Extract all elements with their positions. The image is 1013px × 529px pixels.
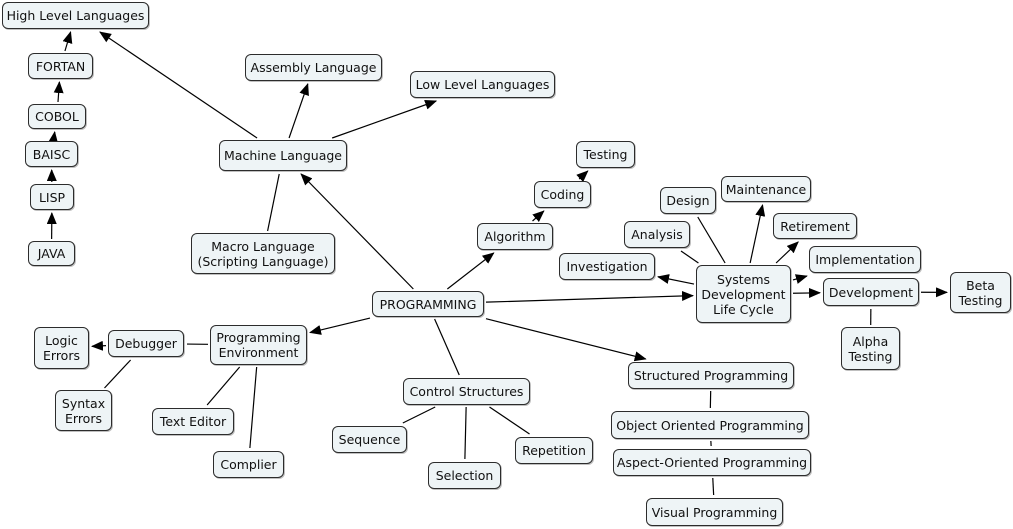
node-maintenance[interactable]: Maintenance [721, 176, 811, 202]
connector-machine-to-low_level [331, 99, 438, 139]
connector-fortan-to-high_level [62, 31, 73, 52]
connector-sdlc-to-implementation [792, 274, 808, 284]
connector-prog_env-to-text_editor [206, 366, 241, 406]
connector-algorithm-to-coding [532, 210, 545, 223]
connector-sdlc-to-investigation [657, 274, 695, 285]
node-baisc[interactable]: BAISC [25, 141, 78, 167]
node-logic-errors[interactable]: Logic Errors [34, 327, 89, 369]
node-machine-language[interactable]: Machine Language [219, 140, 347, 171]
node-programming-environment[interactable]: Programming Environment [210, 325, 307, 365]
connector-debugger-to-logic_errors [91, 340, 107, 351]
connector-sdlc-to-analysis [680, 250, 699, 264]
node-investigation[interactable]: Investigation [559, 253, 655, 280]
connector-programming-to-structured [485, 318, 647, 362]
connector-programming-to-sdlc [485, 290, 694, 303]
node-assembly-language[interactable]: Assembly Language [245, 54, 382, 81]
node-sequence[interactable]: Sequence [332, 426, 407, 453]
node-low-level-languages[interactable]: Low Level Languages [410, 71, 555, 98]
node-syntax-errors[interactable]: Syntax Errors [55, 390, 112, 431]
node-algorithm[interactable]: Algorithm [477, 223, 553, 250]
connector-aop-to-visual [712, 477, 715, 496]
connector-programming-to-machine [300, 173, 414, 290]
node-alpha-testing[interactable]: Alpha Testing [841, 327, 900, 370]
node-fortan[interactable]: FORTAN [28, 53, 93, 79]
connector-machine-to-high_level [99, 31, 258, 139]
node-retirement[interactable]: Retirement [773, 213, 857, 239]
node-structured-programming[interactable]: Structured Programming [628, 362, 794, 389]
node-beta-testing[interactable]: Beta Testing [950, 272, 1011, 313]
connector-programming-to-algorithm [446, 252, 495, 290]
connector-baisc-to-cobol [48, 131, 59, 144]
node-text-editor[interactable]: Text Editor [152, 408, 234, 435]
node-visual-programming[interactable]: Visual Programming [646, 498, 783, 526]
connector-sdlc-to-retirement [775, 241, 799, 264]
node-systems-development-life-cycle[interactable]: Systems Development Life Cycle [696, 265, 791, 323]
node-testing[interactable]: Testing [576, 141, 635, 168]
node-coding[interactable]: Coding [534, 181, 591, 208]
node-java[interactable]: JAVA [28, 241, 75, 266]
node-development[interactable]: Development [823, 278, 919, 306]
connector-machine-to-assembly [288, 83, 309, 139]
connector-control-to-repetition [489, 406, 530, 435]
node-programming[interactable]: PROGRAMMING [372, 291, 484, 317]
node-cobol[interactable]: COBOL [28, 104, 86, 129]
connector-control-to-selection [464, 406, 467, 460]
connector-sdlc-to-design [697, 216, 726, 264]
node-repetition[interactable]: Repetition [515, 437, 593, 464]
node-complier[interactable]: Complier [213, 451, 284, 478]
node-macro-language[interactable]: Macro Language (Scripting Language) [191, 233, 335, 274]
node-control-structures[interactable]: Control Structures [403, 378, 530, 405]
connector-syntax_errors-to-debugger [104, 359, 132, 389]
node-high-level-languages[interactable]: High Level Languages [2, 2, 149, 29]
node-implementation[interactable]: Implementation [809, 246, 921, 273]
connector-macro-to-machine [267, 173, 280, 232]
connector-programming-to-control [434, 318, 460, 376]
connector-sdlc-to-maintenance [749, 204, 766, 264]
node-design[interactable]: Design [660, 187, 716, 214]
connector-control-to-sequence [402, 406, 436, 424]
connector-prog_env-to-complier [249, 366, 258, 449]
node-debugger[interactable]: Debugger [108, 330, 184, 357]
node-object-oriented-programming[interactable]: Object Oriented Programming [611, 411, 809, 439]
node-analysis[interactable]: Analysis [624, 221, 690, 248]
node-lisp[interactable]: LISP [30, 184, 74, 210]
connector-coding-to-testing [576, 170, 589, 183]
node-selection[interactable]: Selection [428, 462, 501, 489]
node-aspect-oriented-programming[interactable]: Aspect-Oriented Programming [613, 449, 811, 476]
connector-cobol-to-fortan [53, 81, 64, 103]
connector-programming-to-prog_env [309, 317, 371, 335]
